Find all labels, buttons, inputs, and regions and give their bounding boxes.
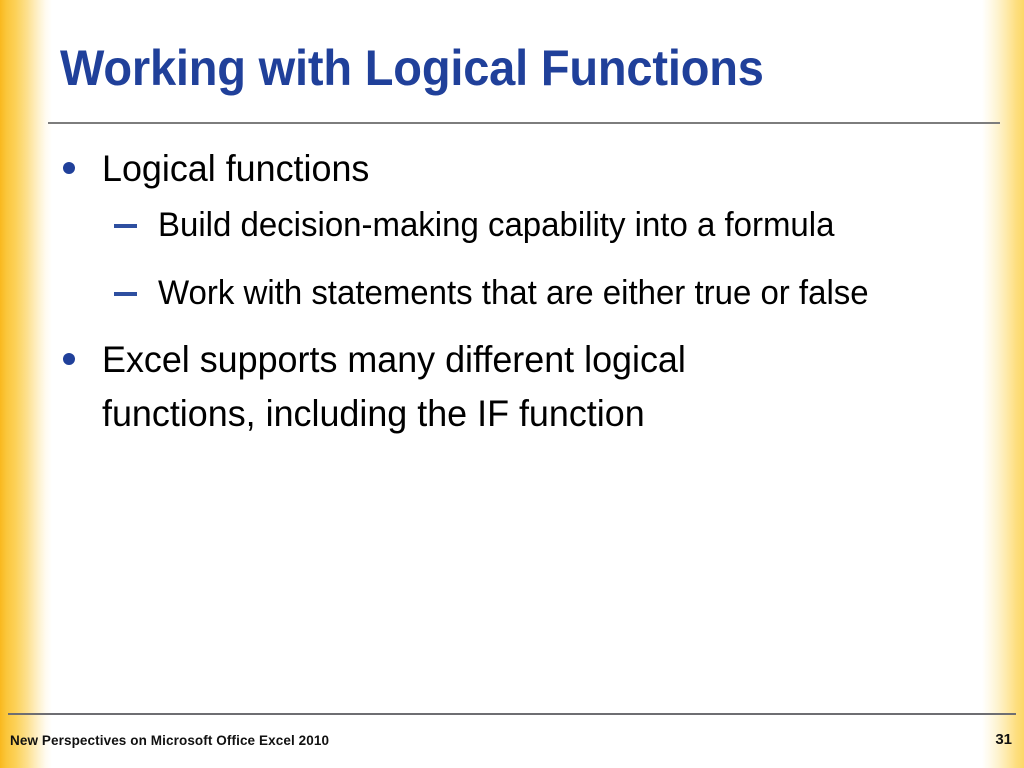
slide-title-text: Working with Logical Functions bbox=[60, 39, 764, 96]
footer-divider bbox=[8, 713, 1016, 715]
left-edge-gradient bbox=[0, 0, 52, 768]
right-edge-gradient bbox=[982, 0, 1024, 768]
bullet-text: Work with statements that are either tru… bbox=[158, 273, 869, 312]
dash-bullet-icon bbox=[114, 224, 137, 229]
slide-body: Logical functions Build decision-making … bbox=[56, 142, 976, 445]
bullet-item-level2: Build decision-making capability into a … bbox=[56, 200, 976, 252]
spacer bbox=[56, 254, 976, 268]
slide-title: Working with Logical Functions bbox=[60, 24, 980, 112]
title-divider bbox=[48, 122, 1000, 124]
dash-bullet-icon bbox=[114, 291, 137, 296]
bullet-item-level2: Work with statements that are either tru… bbox=[56, 268, 976, 320]
bullet-item-level1: Excel supports many different logical fu… bbox=[56, 333, 976, 441]
bullet-text: Logical functions bbox=[102, 148, 370, 189]
round-bullet-icon bbox=[63, 353, 75, 366]
slide-page-number: 31 bbox=[995, 731, 1012, 748]
bullet-text: Build decision-making capability into a … bbox=[158, 206, 835, 245]
bullet-item-level1: Logical functions bbox=[56, 142, 976, 196]
round-bullet-icon bbox=[63, 162, 75, 174]
footer-source-text: New Perspectives on Microsoft Office Exc… bbox=[10, 733, 330, 748]
spacer bbox=[56, 321, 976, 333]
bullet-text: Excel supports many different logical fu… bbox=[102, 339, 686, 435]
